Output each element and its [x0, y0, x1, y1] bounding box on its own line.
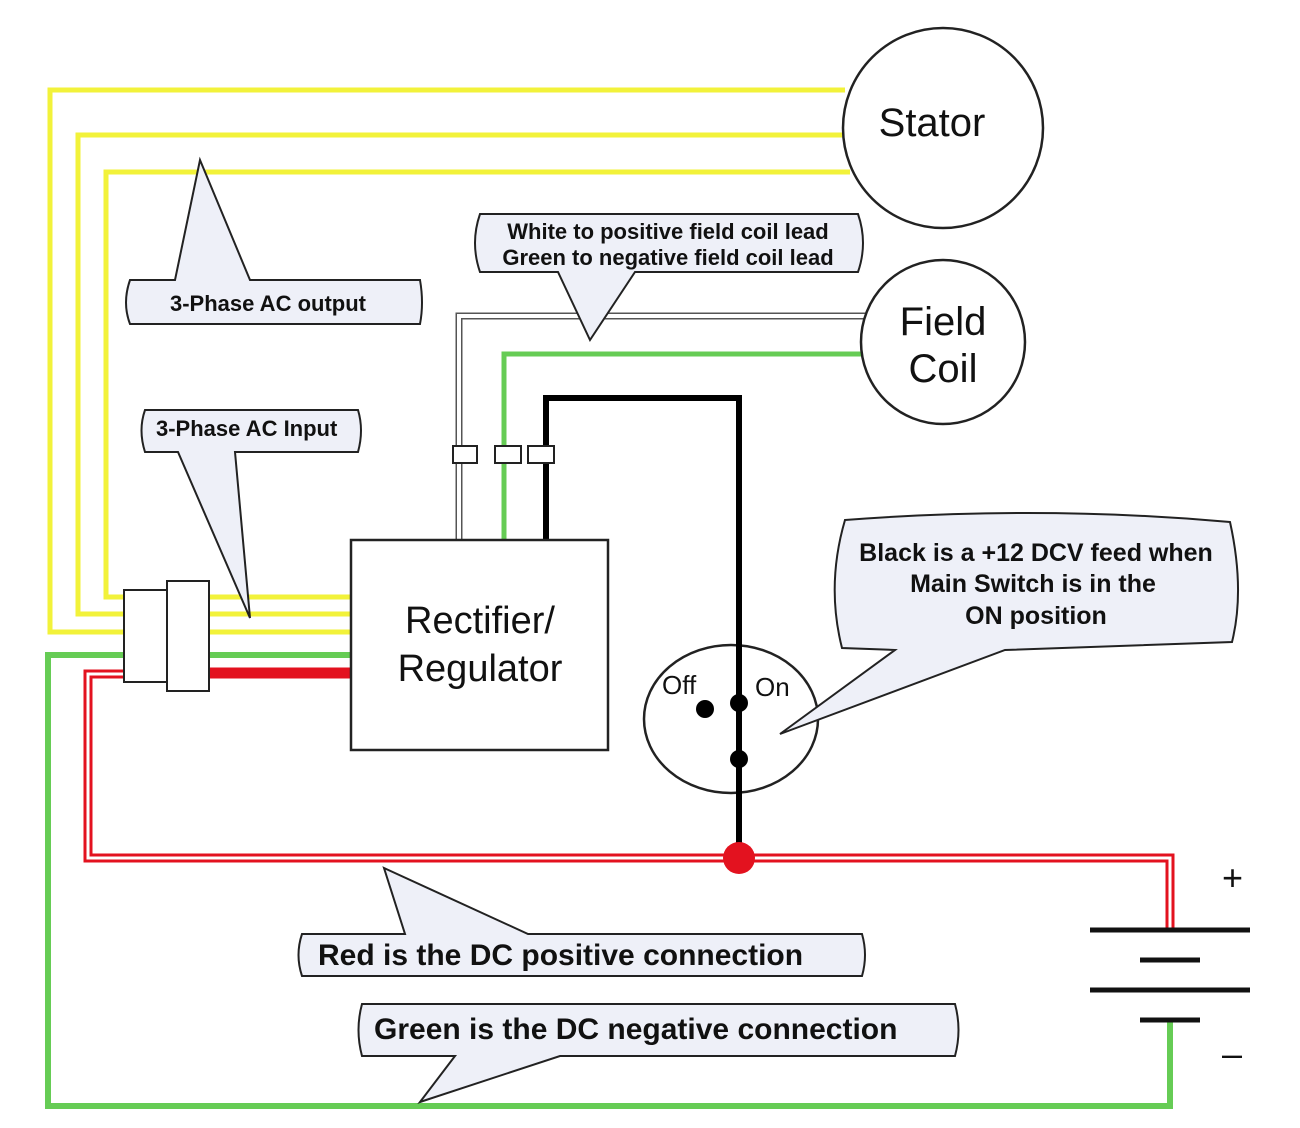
callout-black-feed-line1: Black is a +12 DCV feed when: [859, 539, 1213, 567]
green-field-lead: [501, 351, 862, 540]
callout-ac-input-text: 3-Phase AC Input: [156, 416, 338, 441]
battery: + –: [1090, 857, 1250, 1074]
callout-field-leads-line1: White to positive field coil lead: [507, 219, 828, 244]
battery-minus-label: –: [1222, 1033, 1242, 1074]
stator-label: Stator: [879, 101, 986, 145]
ac-wire-3: [103, 169, 850, 600]
junction-dot: [723, 842, 755, 874]
callout-red-positive: Red is the DC positive connection: [297, 866, 866, 977]
switch-terminal-common: [730, 750, 748, 768]
stator: Stator: [841, 26, 1045, 230]
battery-plus-label: +: [1222, 857, 1243, 898]
switch-on-label: On: [755, 672, 790, 702]
callout-green-negative-text: Green is the DC negative connection: [374, 1013, 897, 1046]
callout-green-negative: Green is the DC negative connection: [357, 1003, 960, 1104]
regulator-label-line2: Regulator: [398, 648, 563, 690]
callout-black-feed: Black is a +12 DCV feed when Main Switch…: [779, 511, 1239, 735]
black-feed-wire: [543, 395, 742, 858]
regulator-label-line1: Rectifier/: [405, 600, 555, 642]
field-coil: Field Coil: [859, 258, 1027, 426]
main-switch: Off On: [642, 640, 820, 800]
field-coil-label-line1: Field: [900, 300, 987, 344]
switch-off-label: Off: [662, 670, 697, 700]
callout-black-feed-line2: Main Switch is in the: [910, 570, 1156, 598]
connector-black: [527, 445, 555, 464]
callout-field-leads: White to positive field coil lead Green …: [474, 213, 864, 343]
regulator-connectors: [452, 445, 555, 464]
rectifier-regulator: Rectifier/ Regulator: [349, 538, 610, 752]
callout-ac-output-text: 3-Phase AC output: [170, 291, 367, 316]
ac-wire-2: [75, 132, 842, 617]
switch-terminal-on: [730, 694, 748, 712]
callout-ac-input: 3-Phase AC Input: [140, 409, 362, 619]
callout-black-feed-line3: ON position: [965, 602, 1107, 630]
red-positive-wire: [83, 669, 1175, 930]
field-coil-label-line2: Coil: [909, 347, 978, 391]
white-field-lead: [455, 312, 870, 540]
callout-red-positive-text: Red is the DC positive connection: [318, 939, 803, 972]
connector-green: [494, 445, 522, 464]
connector-white: [452, 445, 478, 464]
switch-terminal-off: [696, 700, 714, 718]
callout-field-leads-line2: Green to negative field coil lead: [502, 245, 833, 270]
ac-connector: [123, 580, 210, 692]
callout-ac-output: 3-Phase AC output: [125, 156, 423, 325]
